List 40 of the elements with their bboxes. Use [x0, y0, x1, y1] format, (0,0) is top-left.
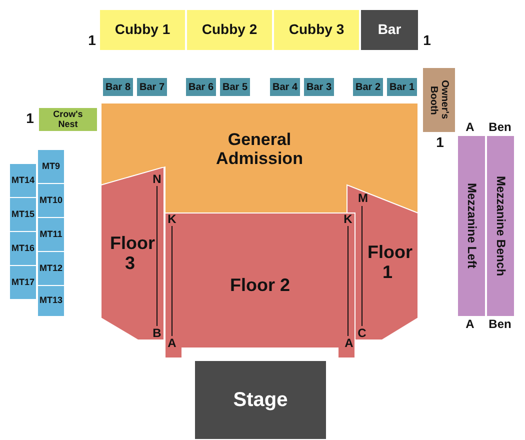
- capacity-number: 1: [26, 110, 34, 126]
- mezzanine-table-section: MT12: [38, 252, 64, 285]
- row-letter: B: [152, 326, 162, 340]
- mezzanine-table-section: MT11: [38, 218, 64, 251]
- bar-rail-section: Bar 2: [353, 78, 383, 96]
- cubby-section: Cubby 3: [274, 10, 359, 50]
- capacity-number: 1: [423, 32, 431, 48]
- bar-rail-section: Bar 7: [137, 78, 167, 96]
- row-letter: C: [358, 326, 366, 340]
- bar-section: Bar: [361, 10, 418, 50]
- row-letter: A: [466, 120, 474, 134]
- capacity-number: 1: [436, 134, 444, 150]
- mezzanine-table-section: MT16: [10, 232, 36, 265]
- mezzanine-table-section: MT17: [10, 266, 36, 299]
- row-letter: A: [466, 317, 474, 331]
- nest-section: Crow's Nest: [39, 108, 97, 131]
- stage: Stage: [195, 361, 326, 439]
- row-letter: Ben: [488, 317, 512, 331]
- row-letter: N: [152, 172, 162, 186]
- mezzanine-table-section: MT14: [10, 164, 36, 197]
- bar-rail-section: Bar 3: [304, 78, 334, 96]
- row-letter: K: [168, 212, 176, 226]
- bar-rail-section: Bar 6: [186, 78, 216, 96]
- mezzanine-section: Mezzanine Bench: [487, 136, 514, 316]
- mezzanine-table-section: MT10: [38, 184, 64, 217]
- mezzanine-table-section: MT15: [10, 198, 36, 231]
- cubby-section: Cubby 1: [100, 10, 185, 50]
- row-letter: M: [358, 191, 368, 205]
- bar-rail-section: Bar 4: [270, 78, 300, 96]
- mezzanine-section: Mezzanine Left: [458, 136, 485, 316]
- row-letter: Ben: [488, 120, 512, 134]
- cubby-section: Cubby 2: [187, 10, 272, 50]
- capacity-number: 1: [88, 32, 96, 48]
- bar-rail-section: Bar 1: [387, 78, 417, 96]
- mezzanine-table-section: MT13: [38, 286, 64, 316]
- bar-rail-section: Bar 5: [220, 78, 250, 96]
- bar-rail-section: Bar 8: [103, 78, 133, 96]
- booth-section: Owner's Booth: [423, 68, 455, 132]
- mezzanine-table-section: MT9: [38, 150, 64, 183]
- row-letter: A: [168, 336, 176, 350]
